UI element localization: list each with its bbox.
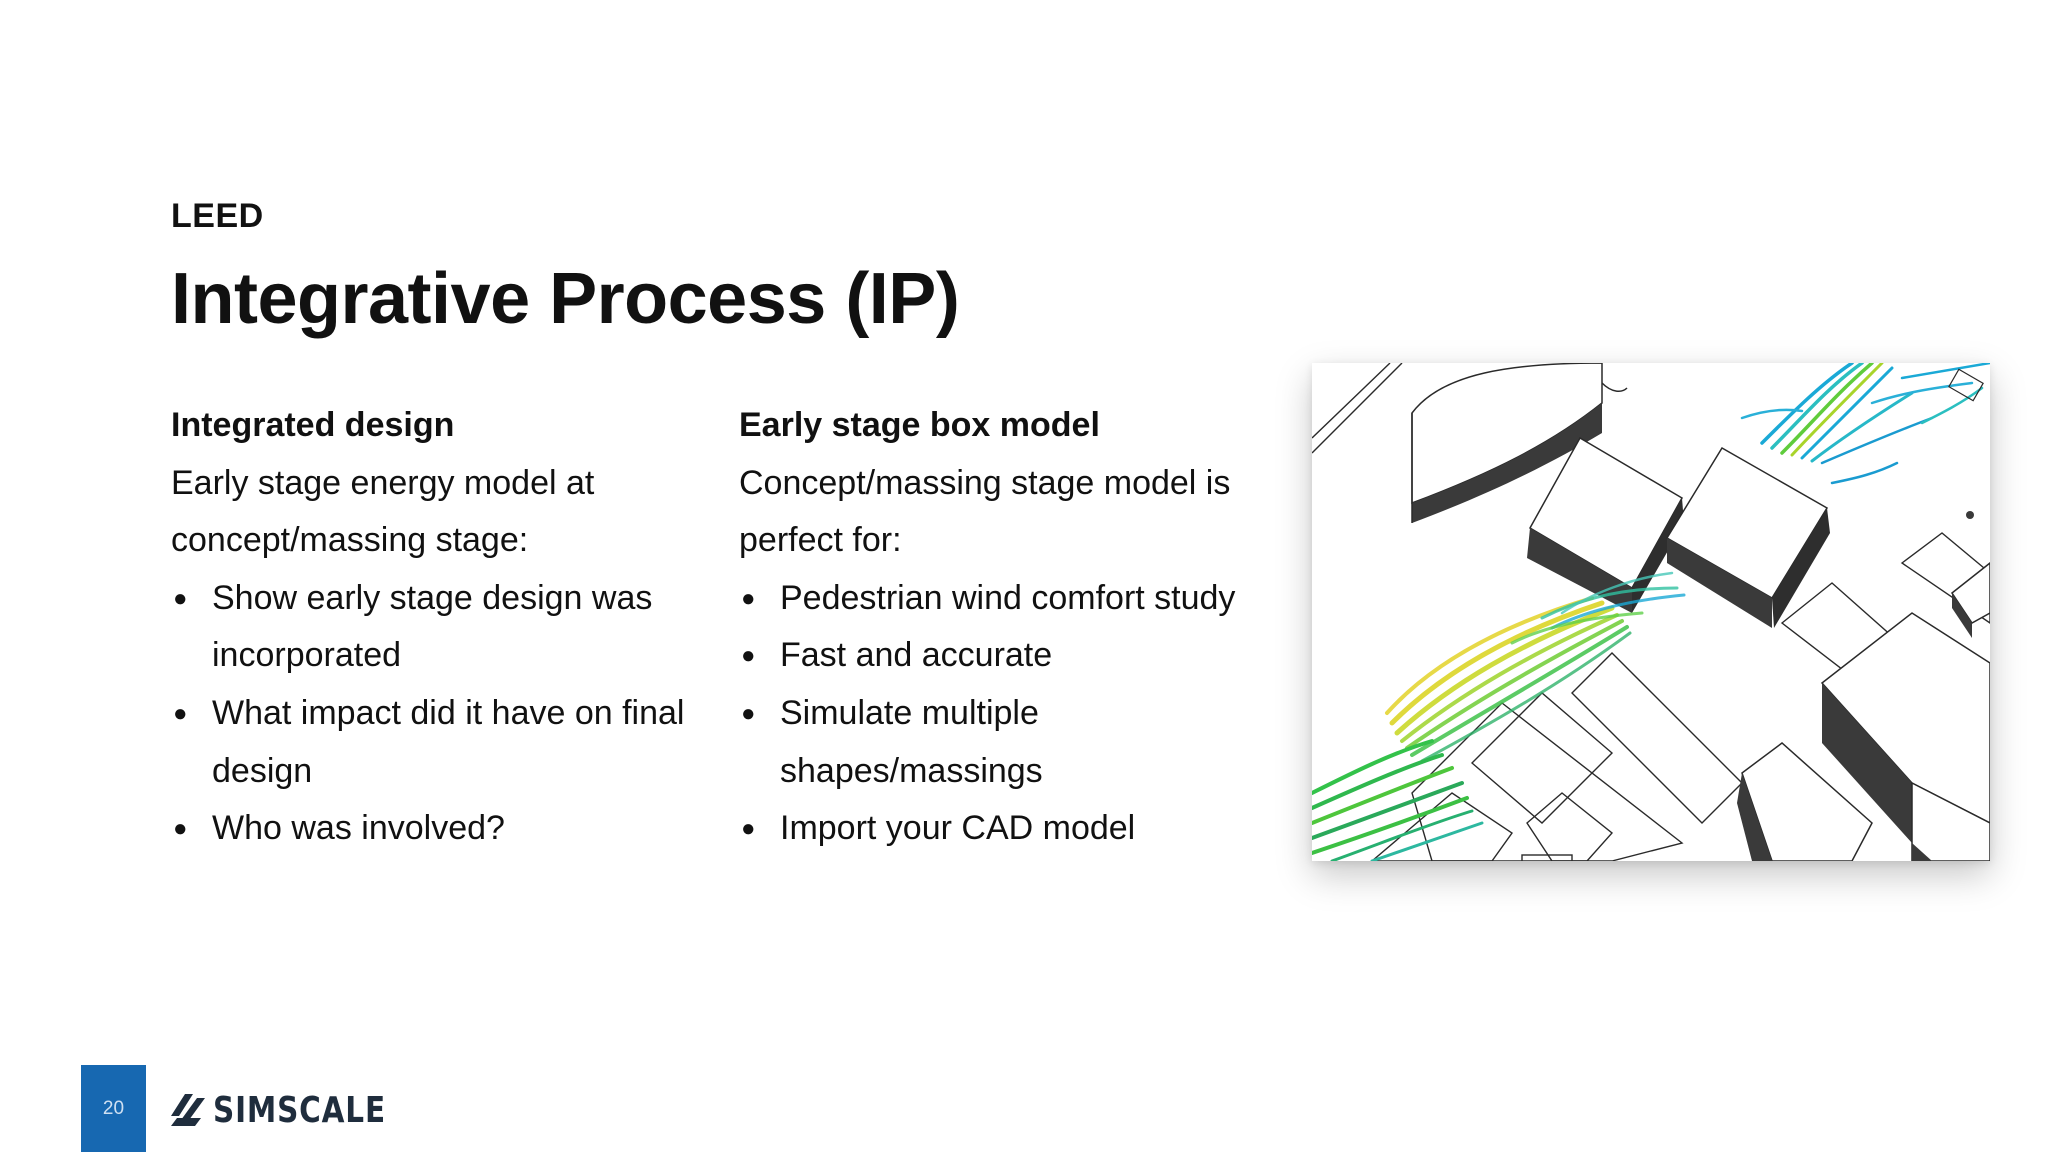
list-item-text: Show early stage design was incorporated [212,578,653,675]
bullet-icon: ● [741,815,756,843]
bullet-icon: ● [173,584,188,612]
bullet-icon: ● [741,699,756,727]
list-item-text: What impact did it have on final design [212,693,685,790]
list-item: ● What impact did it have on final desig… [171,685,721,800]
list-item-text: Fast and accurate [780,636,1053,675]
list-item: ● Import your CAD model [739,800,1299,858]
list-item: ● Simulate multiple shapes/massings [739,685,1299,800]
list-item-text: Import your CAD model [780,809,1136,848]
right-column-intro: Concept/massing stage model is perfect f… [739,463,1231,560]
list-item-text: Who was involved? [212,809,505,848]
right-column-bullets: ● Pedestrian wind comfort study ● Fast a… [739,570,1299,858]
cfd-render-image [1312,363,1990,861]
left-column-heading: Integrated design [171,406,455,444]
list-item: ● Pedestrian wind comfort study [739,570,1299,628]
slide-kicker: LEED [171,197,264,235]
simscale-stripes-icon [171,1094,205,1126]
right-column-heading: Early stage box model [739,406,1100,444]
right-column: Early stage box model Concept/massing st… [739,397,1299,858]
list-item: ● Show early stage design was incorporat… [171,570,721,685]
left-column: Integrated design Early stage energy mod… [171,397,721,858]
cfd-wind-simulation-render [1312,363,1990,861]
simscale-logo: SIMSCALE [171,1089,424,1131]
bullet-icon: ● [741,642,756,670]
logo-text: SIMSCALE [213,1089,386,1131]
left-column-intro: Early stage energy model at concept/mass… [171,463,595,560]
bullet-icon: ● [173,699,188,727]
bullet-icon: ● [741,584,756,612]
list-item: ● Fast and accurate [739,627,1299,685]
list-item-text: Pedestrian wind comfort study [780,578,1236,617]
list-item-text: Simulate multiple shapes/massings [780,693,1043,790]
slide-title: Integrative Process (IP) [171,259,960,339]
bullet-icon: ● [173,815,188,843]
left-column-bullets: ● Show early stage design was incorporat… [171,570,721,858]
page-number: 20 [102,1097,125,1119]
list-item: ● Who was involved? [171,800,721,858]
page-number-badge: 20 [81,1065,146,1152]
